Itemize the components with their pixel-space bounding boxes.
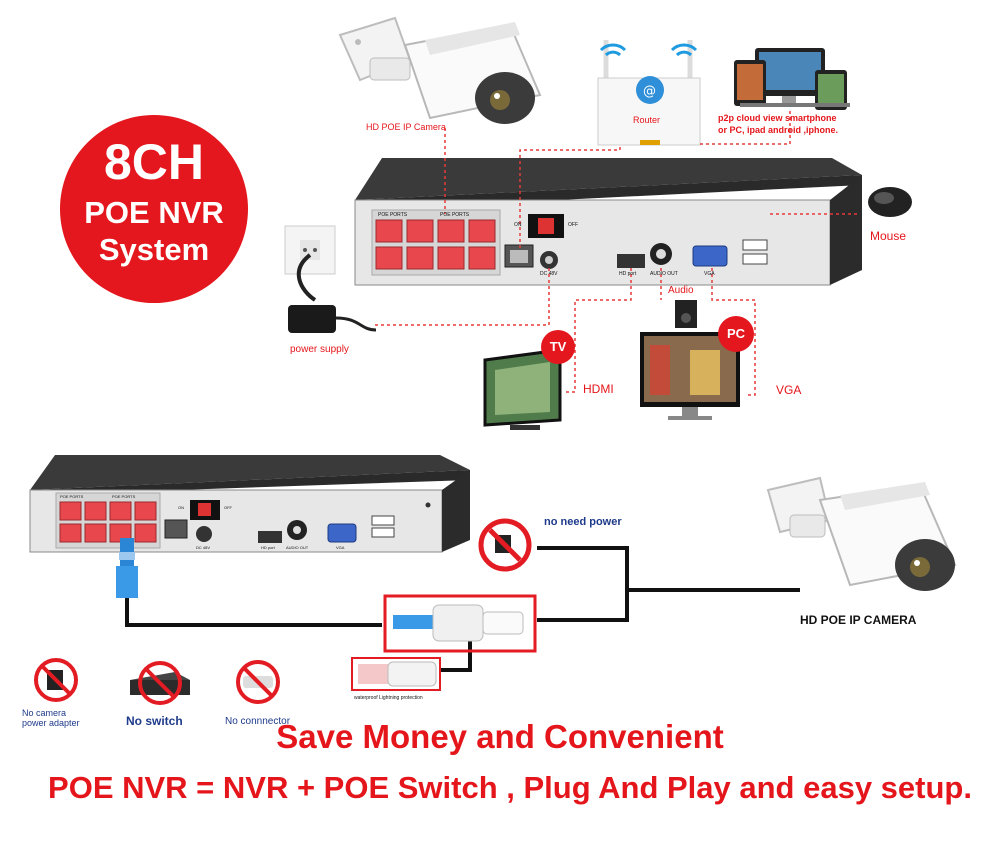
p2p-label-line-1: p2p cloud view smartphone xyxy=(718,113,837,123)
bottom-poe-ports-label-2: POE PORTS xyxy=(112,494,136,499)
poe-port xyxy=(375,246,403,270)
poe-port xyxy=(59,501,82,521)
poe-port xyxy=(468,246,496,270)
router-icon: @ xyxy=(597,40,701,146)
router-label: Router xyxy=(633,115,661,125)
bottom-nvr-rear-connectors xyxy=(164,500,431,543)
poe-port xyxy=(59,523,82,543)
top-poe-ports-label-1: POE PORTS xyxy=(378,212,408,218)
top-connection-lines xyxy=(375,108,860,396)
headline-save-money: Save Money and Convenient xyxy=(276,718,724,755)
poe-port xyxy=(134,523,157,543)
bottom-poe-ports-label-1: POE PORTS xyxy=(60,494,84,499)
no-switch-label: No switch xyxy=(126,714,183,728)
badge-line-3: System xyxy=(98,232,210,267)
lightning-protector-icon xyxy=(351,657,441,691)
top-on-label: ON xyxy=(514,222,522,228)
vga-label: VGA xyxy=(776,383,802,397)
no-connector-icon xyxy=(236,660,280,704)
bottom-audioout-label: AUDIO OUT xyxy=(286,545,309,550)
p2p-label-line-2: or PC, ipad android ,iphone. xyxy=(718,125,839,135)
audio-label: Audio xyxy=(668,285,694,296)
no-need-power-label: no need power xyxy=(544,516,622,528)
no-adapter-label-2: power adapter xyxy=(22,718,80,728)
poe-port xyxy=(375,219,403,243)
badge-line-1: 8CH xyxy=(103,134,205,190)
svg-text:@: @ xyxy=(643,84,656,99)
rj45-plug-icon xyxy=(116,538,138,598)
poe-port xyxy=(109,501,132,521)
top-dc-label: DC 48V xyxy=(540,271,558,277)
top-off-label: OFF xyxy=(568,222,578,228)
camera-top-label: HD POE IP Camera xyxy=(366,122,446,132)
tv-icon xyxy=(483,348,562,430)
pc-badge-label: PC xyxy=(726,326,746,341)
bottom-on-label: ON xyxy=(178,505,184,510)
badge-line-2: POE NVR xyxy=(84,195,224,230)
speaker-icon xyxy=(675,300,697,328)
lightning-label: waterproof Lightning protection xyxy=(354,695,423,701)
hdmi-label: HDMI xyxy=(583,382,614,396)
bottom-off-label: OFF xyxy=(224,505,232,510)
no-adapter-icon xyxy=(34,658,78,702)
poe-port xyxy=(437,246,465,270)
no-connector-label: No connnector xyxy=(225,716,291,727)
tv-badge: TV xyxy=(541,330,575,364)
poe-port xyxy=(84,523,107,543)
devices-icon xyxy=(734,48,850,110)
poe-port xyxy=(406,246,434,270)
poe-port xyxy=(134,501,157,521)
no-switch-icon xyxy=(130,661,190,705)
system-badge: 8CH POE NVR System xyxy=(60,115,248,303)
power-supply-label: power supply xyxy=(290,344,349,355)
bottom-poe-ports xyxy=(59,501,157,543)
poe-port xyxy=(437,219,465,243)
wall-socket-icon xyxy=(284,225,336,275)
poe-port xyxy=(406,219,434,243)
tv-badge-label: TV xyxy=(549,339,567,354)
top-vga-port-label: VGA xyxy=(704,271,715,277)
poe-port xyxy=(84,501,107,521)
no-adapter-label-1: No camera xyxy=(22,708,67,718)
poe-port xyxy=(468,219,496,243)
cable-connector-icon xyxy=(383,594,537,653)
power-adapter-icon xyxy=(288,253,377,333)
bottom-vga-port-label: VGA xyxy=(336,545,345,550)
bottom-dc-label: DC 48V xyxy=(196,545,211,550)
top-nvr-rear-connectors xyxy=(504,214,768,269)
top-audioout-label: AUDIO OUT xyxy=(650,271,678,277)
top-hdport-label: HD port xyxy=(619,271,637,277)
top-poe-ports-label-2: POE PORTS xyxy=(440,212,470,218)
mouse-label: Mouse xyxy=(870,229,907,243)
bottom-camera-icon xyxy=(766,476,957,591)
poe-cable-lines xyxy=(125,546,800,672)
mouse-icon xyxy=(868,187,912,217)
no-power-adapter-icon xyxy=(478,518,532,572)
camera-bottom-label: HD POE IP CAMERA xyxy=(800,613,917,627)
bottom-hdport-label: HD port xyxy=(261,545,275,550)
headline-poe-nvr-equation: POE NVR = NVR + POE Switch , Plug And Pl… xyxy=(48,770,972,805)
top-poe-ports xyxy=(375,219,496,270)
top-camera-icon xyxy=(338,16,542,124)
pc-badge: PC xyxy=(718,316,754,352)
